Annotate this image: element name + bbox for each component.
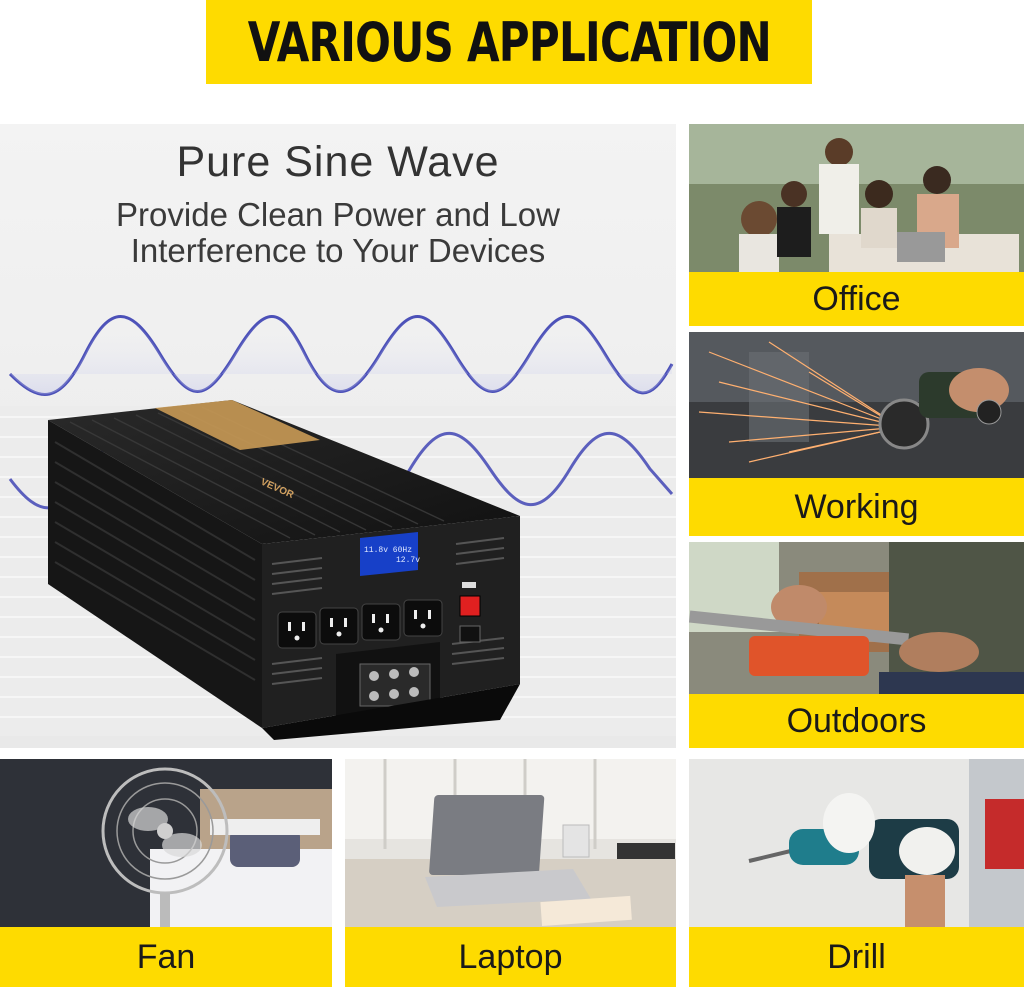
hero-subtitle-line-2: Interference to Your Devices (130, 232, 546, 269)
power-switch (459, 595, 481, 617)
application-tile-laptop: Laptop (345, 759, 676, 987)
header-banner: VARIOUS APPLICATION (206, 0, 812, 84)
hero-subtitle-line-1: Provide Clean Power and Low (116, 196, 560, 233)
lcd-display (360, 532, 418, 576)
working-photo (689, 332, 1024, 478)
terminal-block (336, 642, 440, 718)
application-label-fan: Fan (0, 927, 332, 987)
application-label-working: Working (689, 478, 1024, 536)
application-label-laptop: Laptop (345, 927, 676, 987)
product-hero-panel: Pure Sine Wave Provide Clean Power and L… (0, 124, 676, 748)
remote-port (459, 625, 481, 643)
application-tile-working: Working (689, 332, 1024, 536)
application-tile-office: Office (689, 124, 1024, 326)
application-tile-outdoors: Outdoors (689, 542, 1024, 748)
application-tile-drill: Drill (689, 759, 1024, 987)
display-line-1: 11.8v 60Hz (364, 546, 412, 555)
display-line-2: 12.7v (396, 556, 420, 565)
outdoors-photo (689, 542, 1024, 694)
hero-graphic: VEVOR (8, 315, 674, 740)
ac-outlets (277, 599, 443, 649)
laptop-photo (345, 759, 676, 927)
application-label-office: Office (689, 272, 1024, 326)
inverter-side-face (48, 420, 262, 728)
usb-port (462, 582, 476, 588)
application-label-outdoors: Outdoors (689, 694, 1024, 748)
application-label-drill: Drill (689, 927, 1024, 987)
application-tile-fan: Fan (0, 759, 332, 987)
page-title: VARIOUS APPLICATION (247, 10, 771, 74)
fan-photo (0, 759, 332, 927)
drill-photo (689, 759, 1024, 927)
office-photo (689, 124, 1024, 272)
hero-title: Pure Sine Wave (176, 138, 500, 186)
inverter-top-face (48, 400, 520, 544)
